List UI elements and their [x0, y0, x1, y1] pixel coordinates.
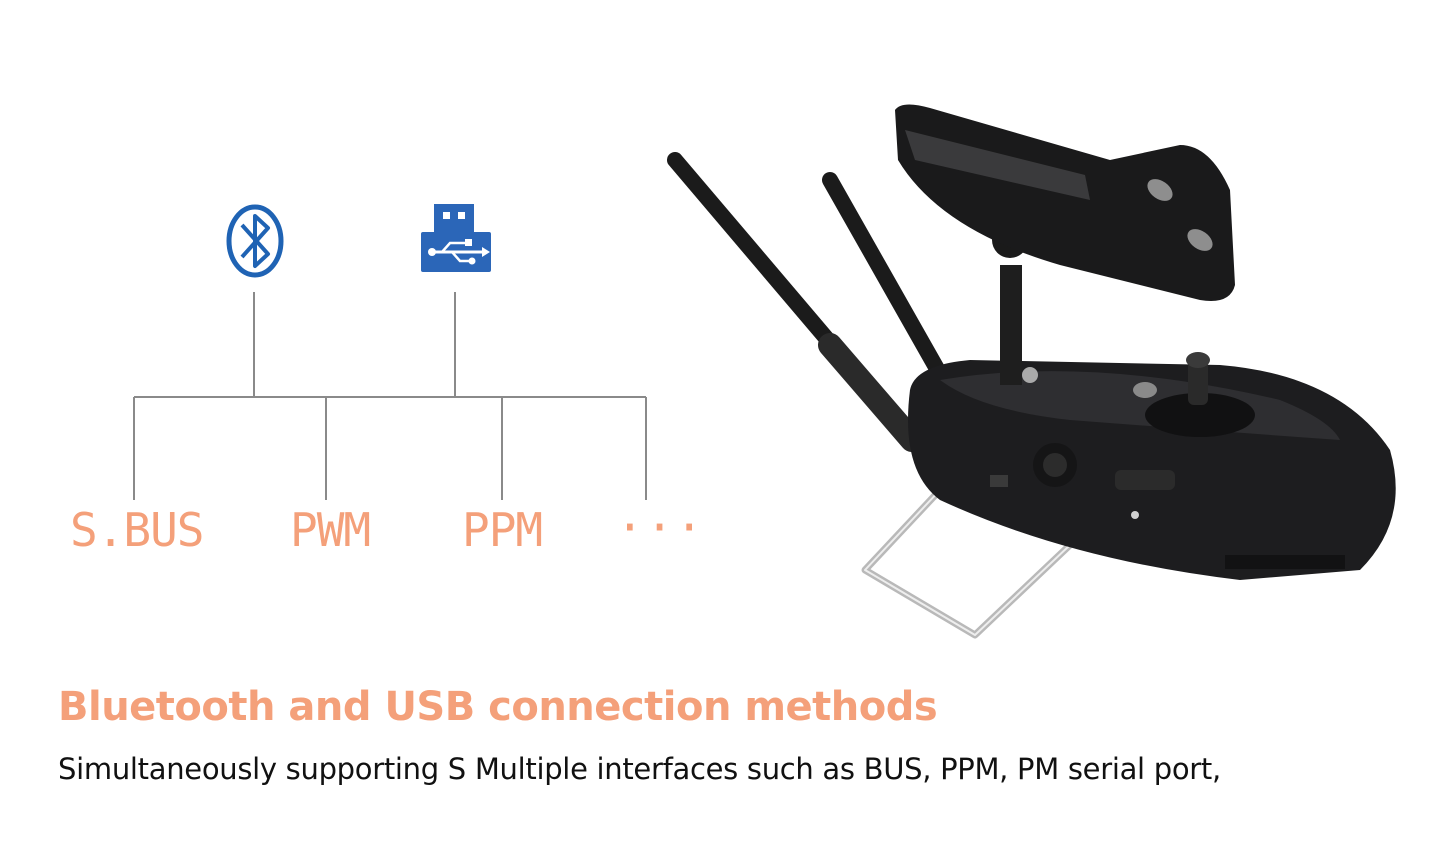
phone-holder [895, 104, 1235, 385]
usb-icon [421, 204, 491, 272]
interface-label-pwm: PWM [290, 503, 371, 557]
stand-wire [861, 487, 1073, 639]
speaker-grille [1225, 555, 1345, 569]
controller-body [908, 352, 1396, 580]
remote-controller-illustration [667, 104, 1396, 639]
headline: Bluetooth and USB connection methods [58, 684, 938, 730]
bluetooth-icon [226, 204, 284, 278]
diagram-lines [133, 204, 647, 500]
interface-label-sbus: S.BUS [70, 503, 204, 557]
antenna-left [667, 152, 924, 452]
connection-diagram: S.BUS PWM PPM ··· [0, 0, 720, 640]
subline: Simultaneously supporting S Multiple int… [58, 752, 1221, 786]
product-image [640, 90, 1430, 670]
interface-label-ppm: PPM [462, 503, 543, 557]
interface-label-more: ··· [616, 500, 706, 554]
